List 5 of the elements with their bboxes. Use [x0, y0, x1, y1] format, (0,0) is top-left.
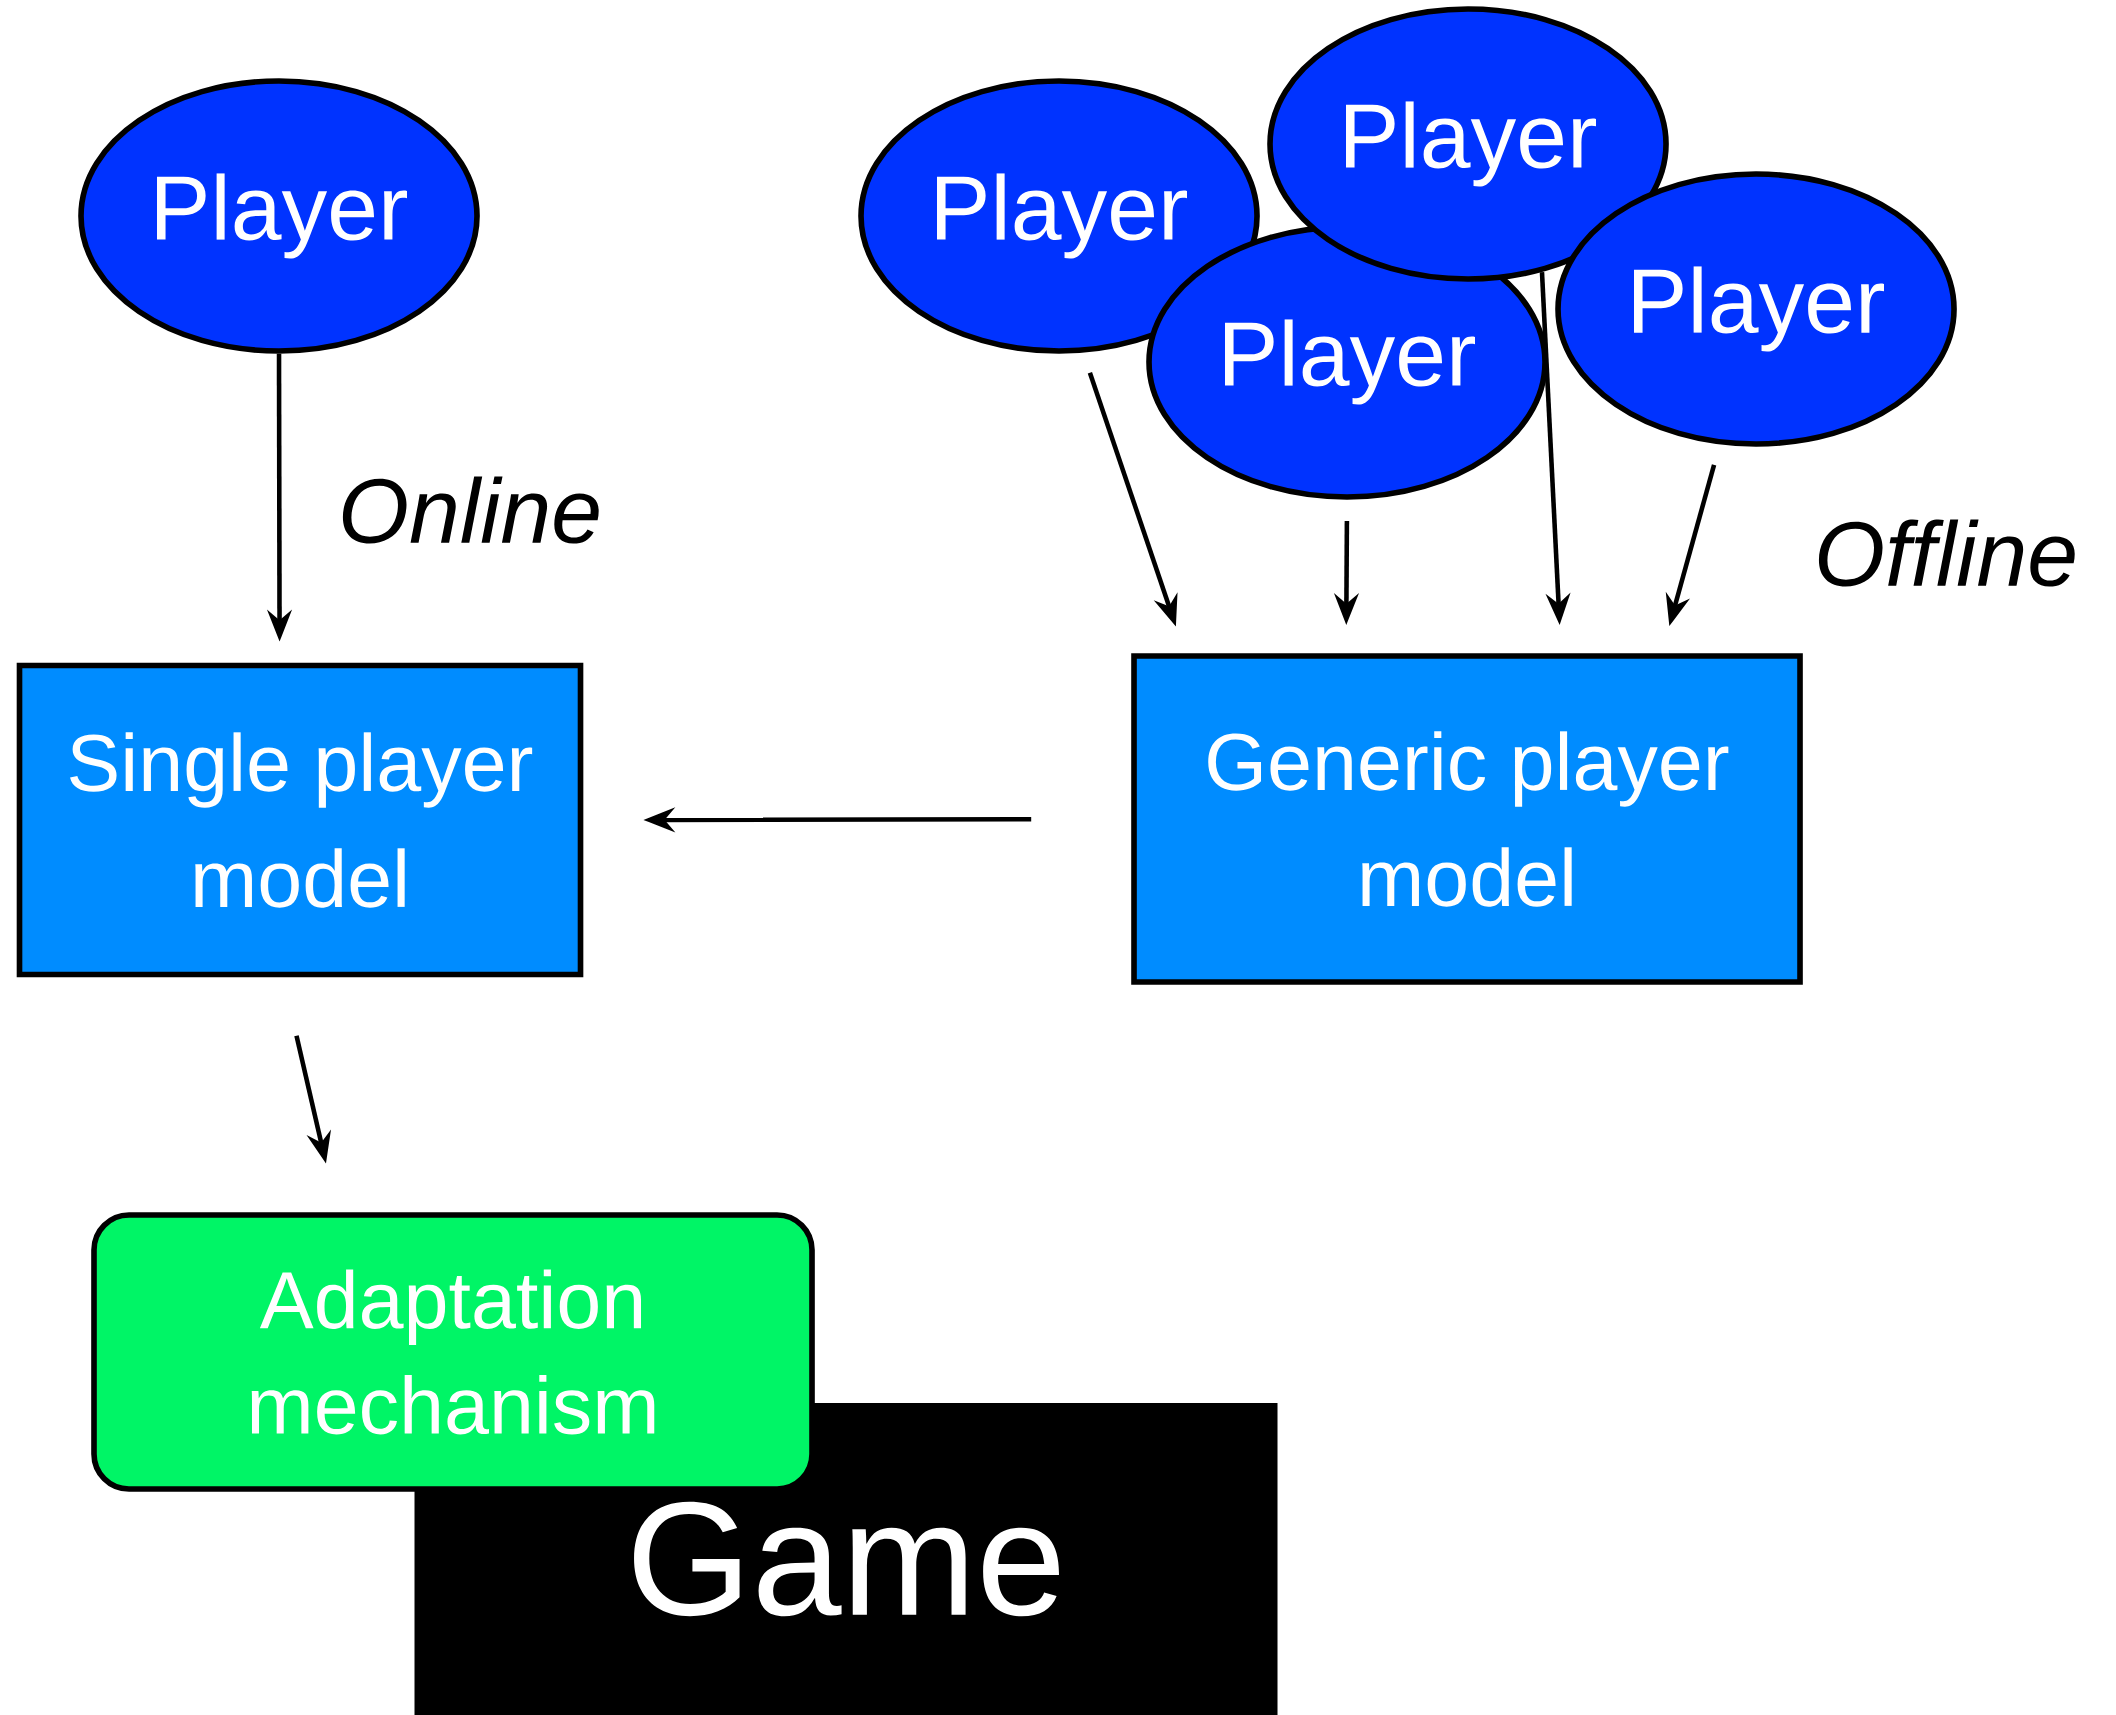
- mechanism-box: Adaptation mechanism: [91, 1212, 815, 1492]
- model-box: Generic player model: [1131, 653, 1803, 985]
- model-box: Single player model: [16, 662, 584, 978]
- edge-label: Online: [342, 476, 599, 544]
- edge-label: Offline: [1818, 519, 2075, 587]
